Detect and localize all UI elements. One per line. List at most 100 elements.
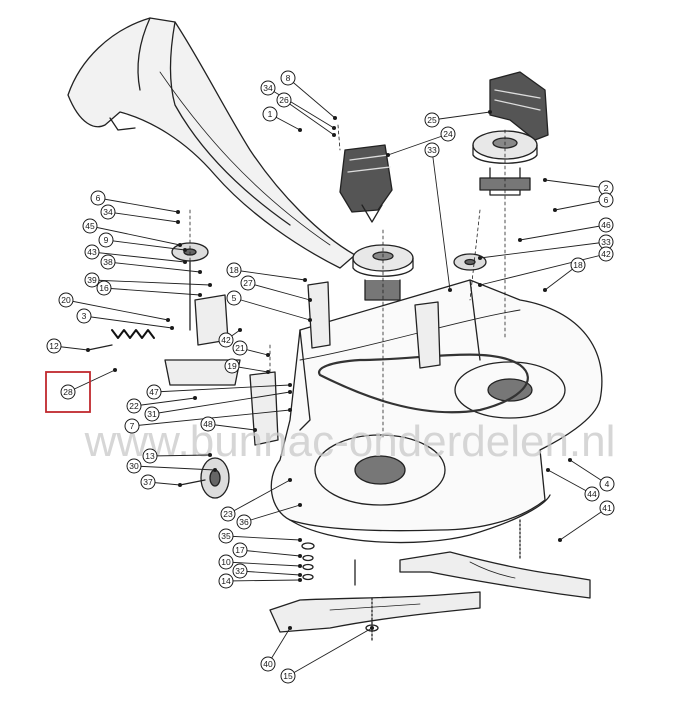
callout-bubble	[598, 192, 614, 208]
callout-leader-dot	[85, 347, 91, 353]
callout-number: 19	[227, 361, 237, 371]
callout-bubble	[146, 384, 162, 400]
callout-leader-dot	[331, 132, 337, 138]
callout-leader-dot	[487, 109, 493, 115]
callout-3: 3	[76, 308, 92, 324]
callout-bubble	[584, 486, 600, 502]
callout-bubble	[218, 528, 234, 544]
callout-number: 10	[221, 557, 231, 567]
callout-leader-line	[67, 369, 116, 393]
callout-leader-line	[387, 133, 449, 156]
callout-13: 13	[142, 448, 158, 464]
left-spindle-pulley	[352, 244, 414, 301]
callout-number: 37	[143, 477, 153, 487]
callout-leader-line	[479, 241, 607, 259]
callout-38: 38	[100, 254, 116, 270]
callout-44: 44	[584, 486, 600, 502]
callout-leader-dot	[297, 572, 303, 578]
callout-15: 15	[280, 668, 296, 684]
callout-leader-dot	[542, 177, 548, 183]
callout-leader-dot	[175, 219, 181, 225]
callout-bubble	[599, 500, 615, 516]
callout-leader-line	[105, 239, 186, 251]
callout-leader-line	[153, 384, 291, 393]
callout-leader-dot	[517, 237, 523, 243]
callout-bubble	[280, 668, 296, 684]
callout-42: 42	[218, 332, 234, 348]
callout-bubble	[90, 190, 106, 206]
callout-leader-dot	[169, 325, 175, 331]
callout-bubble	[260, 80, 276, 96]
callout-leader-dot	[297, 553, 303, 559]
callout-number: 34	[103, 207, 113, 217]
callout-leader-dot	[182, 247, 188, 253]
callout-leader-line	[243, 504, 301, 523]
assembly-axes	[189, 124, 506, 441]
callout-number: 24	[443, 129, 453, 139]
callout-leader-line	[287, 627, 373, 677]
callout-number: 3	[82, 311, 87, 321]
callout-10: 10	[218, 554, 234, 570]
callout-19: 19	[224, 358, 240, 374]
callout-leader-dot	[477, 282, 483, 288]
callout-bubble	[280, 70, 296, 86]
callout-number: 13	[145, 451, 155, 461]
callout-23: 23	[220, 506, 236, 522]
callout-leader-line	[89, 225, 181, 246]
callout-18: 18	[226, 262, 242, 278]
callout-number: 18	[573, 260, 583, 270]
callout-bubble	[126, 458, 142, 474]
callout-bubble	[124, 418, 140, 434]
watermark-text: www.bunnac-onderdelen.nl	[84, 417, 616, 466]
callout-number: 2	[604, 183, 609, 193]
callout-leader-line	[431, 149, 451, 291]
callout-9: 9	[98, 232, 114, 248]
callout-16: 16	[96, 280, 112, 296]
callout-leader-dot	[297, 577, 303, 583]
callout-26: 26	[276, 92, 292, 108]
callout-number: 18	[229, 265, 239, 275]
callout-number: 46	[601, 220, 611, 230]
callout-leader-line	[239, 570, 301, 576]
callout-number: 20	[61, 295, 71, 305]
callout-bubble	[220, 506, 236, 522]
callout-leader-dot	[297, 537, 303, 543]
callout-leader-line	[233, 297, 311, 321]
callout-number: 1	[268, 109, 273, 119]
highlight-box	[45, 371, 91, 413]
callout-leader-line	[149, 454, 211, 457]
callout-leader-line	[133, 397, 196, 407]
callout-leader-dot	[287, 389, 293, 395]
callout-leader-line	[91, 279, 211, 286]
callout-41: 41	[599, 500, 615, 516]
callout-27: 27	[240, 275, 256, 291]
callout-leader-line	[103, 287, 201, 296]
callout-number: 41	[602, 503, 612, 513]
callout-leader-line	[479, 253, 607, 286]
callout-number: 47	[149, 387, 159, 397]
callout-37: 37	[140, 474, 156, 490]
callout-leader-dot	[265, 352, 271, 358]
callout-number: 33	[601, 237, 611, 247]
callout-25: 25	[424, 112, 440, 128]
callout-bubble	[142, 448, 158, 464]
callout-leader-dot	[297, 563, 303, 569]
callout-46: 46	[598, 217, 614, 233]
callout-bubble	[599, 476, 615, 492]
callout-leader-dot	[447, 287, 453, 293]
callout-number: 42	[601, 249, 611, 259]
callout-number: 14	[221, 576, 231, 586]
callout-leader-line	[225, 535, 301, 541]
callout-leader-line	[225, 579, 301, 582]
callout-leader-line	[267, 87, 335, 129]
callout-leader-line	[283, 99, 335, 136]
callout-leader-dot	[297, 127, 303, 133]
callout-bubble	[200, 416, 216, 432]
callout-number: 4	[605, 479, 610, 489]
callout-bubble	[140, 474, 156, 490]
callout-bubble	[598, 246, 614, 262]
callout-31: 31	[144, 406, 160, 422]
callout-34: 34	[100, 204, 116, 220]
callout-leader-line	[559, 507, 608, 541]
callout-bubble	[76, 308, 92, 324]
